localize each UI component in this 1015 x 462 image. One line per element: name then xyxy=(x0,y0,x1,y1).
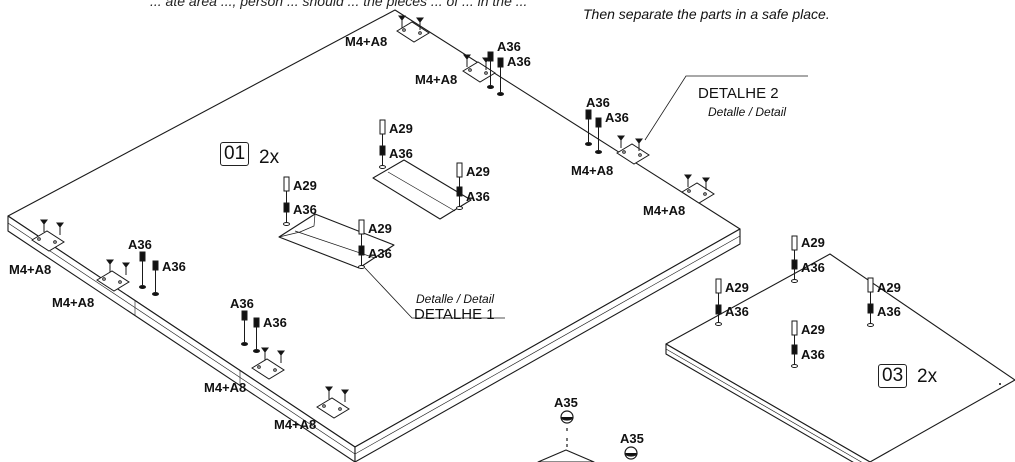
label-a36: A36 xyxy=(368,246,392,261)
bracket-left-1 xyxy=(31,230,65,252)
label-m4a8: M4+A8 xyxy=(52,295,95,310)
label-a36: A36 xyxy=(230,296,254,311)
label-a36: A36 xyxy=(389,146,413,161)
bracket-left-2 xyxy=(96,270,130,292)
label-m4a8: M4+A8 xyxy=(204,380,247,395)
label-a29: A29 xyxy=(293,178,317,193)
label-a35: A35 xyxy=(554,395,578,410)
bracket-right-1 xyxy=(616,143,650,165)
connector-a35-2 xyxy=(624,446,638,460)
detail-1-title: DETALHE 1 xyxy=(414,306,495,323)
label-a36: A36 xyxy=(162,259,186,274)
panel-03-board xyxy=(665,253,1015,462)
label-a36: A36 xyxy=(877,304,901,319)
panel-03-quantity: 2x xyxy=(917,366,938,387)
label-a36: A36 xyxy=(801,347,825,362)
label-m4a8: M4+A8 xyxy=(345,34,388,49)
dowel-stack-6 xyxy=(715,278,722,326)
dowel-stack-4 xyxy=(358,219,365,269)
bracket-right-2 xyxy=(681,182,715,204)
header-instruction-line2: Then separate the parts in a safe place. xyxy=(583,6,830,22)
bracket-top-1 xyxy=(396,21,430,43)
panel-01-front-edge xyxy=(7,215,356,462)
dowel-stack-8 xyxy=(791,320,798,368)
panel-03-id: 03 xyxy=(878,364,908,388)
detail-1-leader xyxy=(364,267,505,319)
label-a36: A36 xyxy=(801,260,825,275)
detail-2-leader xyxy=(644,75,808,141)
label-a36: A36 xyxy=(128,237,152,252)
label-a36: A36 xyxy=(497,39,521,54)
dowel-stack-1 xyxy=(283,176,290,226)
cam-a36-group xyxy=(139,51,602,353)
label-a29: A29 xyxy=(466,164,490,179)
bottom-piece-edge xyxy=(537,449,595,462)
label-a36: A36 xyxy=(466,189,490,204)
bracket-top-2 xyxy=(462,61,496,83)
detail-2-subtitle: Detalle / Detail xyxy=(708,105,787,119)
label-a29: A29 xyxy=(877,280,901,295)
label-a29: A29 xyxy=(389,121,413,136)
label-a35: A35 xyxy=(620,431,644,446)
panel-01-quantity: 2x xyxy=(259,147,280,168)
panel-01-cutout-2 xyxy=(372,159,472,220)
panel-01-side-edge xyxy=(354,228,741,462)
label-a29: A29 xyxy=(801,322,825,337)
header-instruction-line1: ... ate area ..., person ... should ... … xyxy=(150,0,528,9)
label-a29: A29 xyxy=(725,280,749,295)
label-m4a8: M4+A8 xyxy=(643,203,686,218)
panel-01-board xyxy=(7,9,741,462)
dowel-stack-5 xyxy=(791,235,798,283)
label-m4a8: M4+A8 xyxy=(9,262,52,277)
detail-2-title: DETALHE 2 xyxy=(698,85,779,102)
dowel-stack-group xyxy=(283,119,874,368)
panel-03-front-edge xyxy=(665,343,871,462)
label-a36: A36 xyxy=(725,304,749,319)
label-a29: A29 xyxy=(368,221,392,236)
connector-a35-1 xyxy=(560,410,574,448)
bracket-left-3 xyxy=(251,358,285,380)
screw-group xyxy=(40,15,710,402)
label-a36: A36 xyxy=(586,95,610,110)
dowel-stack-3 xyxy=(456,162,463,210)
bracket-left-4 xyxy=(316,397,350,419)
label-a36: A36 xyxy=(293,202,317,217)
label-a36: A36 xyxy=(507,54,531,69)
dowel-stack-7 xyxy=(867,277,874,327)
label-m4a8: M4+A8 xyxy=(274,417,317,432)
detail-1-subtitle: Detalle / Detail xyxy=(416,292,495,306)
label-a36: A36 xyxy=(263,315,287,330)
label-m4a8: M4+A8 xyxy=(415,72,458,87)
dowel-stack-2 xyxy=(379,119,386,169)
label-m4a8: M4+A8 xyxy=(571,163,614,178)
label-a36: A36 xyxy=(605,110,629,125)
panel-01-id: 01 xyxy=(220,142,250,166)
label-a29: A29 xyxy=(801,235,825,250)
